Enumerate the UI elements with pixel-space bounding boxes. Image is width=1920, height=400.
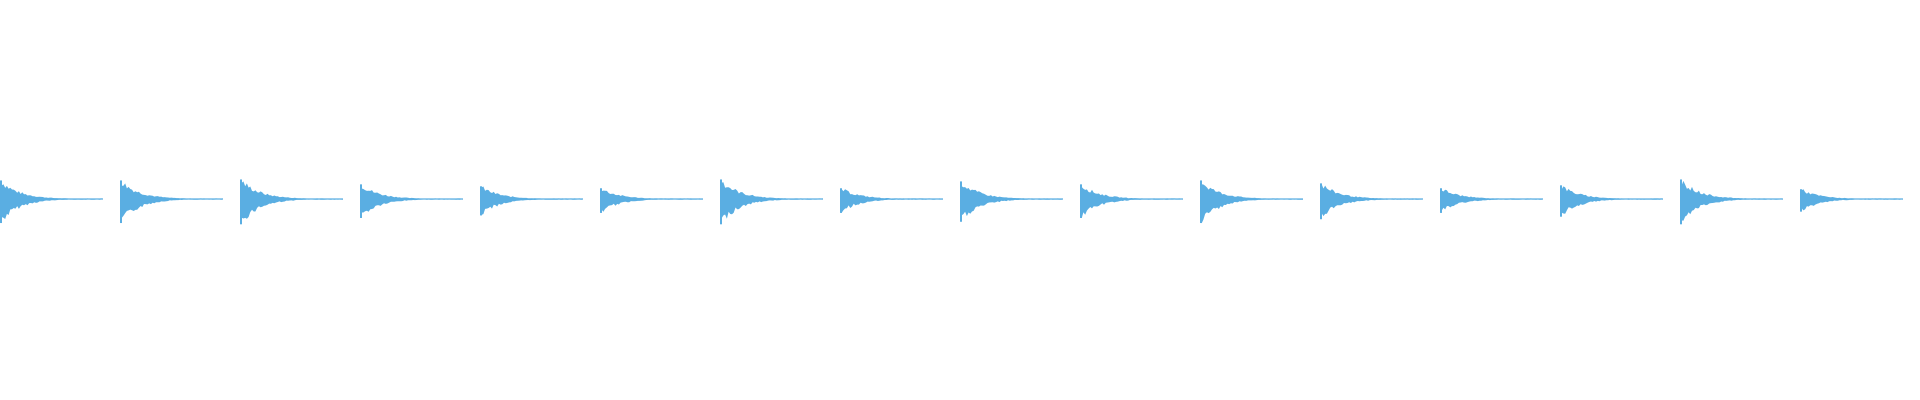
waveform-hit	[720, 182, 823, 219]
waveform-hit	[1800, 189, 1903, 211]
waveform-hit	[360, 188, 463, 213]
waveform-hit	[600, 190, 703, 212]
waveform-hit	[480, 186, 583, 215]
waveform-hit	[120, 183, 223, 218]
waveform-hits-group	[0, 179, 1903, 225]
waveform-hit	[840, 189, 943, 213]
waveform-hit	[1440, 189, 1543, 211]
waveform-hit	[1320, 184, 1423, 217]
waveform-hit	[1080, 187, 1183, 219]
waveform-hit	[0, 183, 103, 219]
waveform-hit	[1560, 186, 1663, 214]
waveform-hit	[1680, 180, 1783, 223]
waveform-hit	[240, 181, 343, 219]
waveform-hit	[1200, 184, 1303, 224]
